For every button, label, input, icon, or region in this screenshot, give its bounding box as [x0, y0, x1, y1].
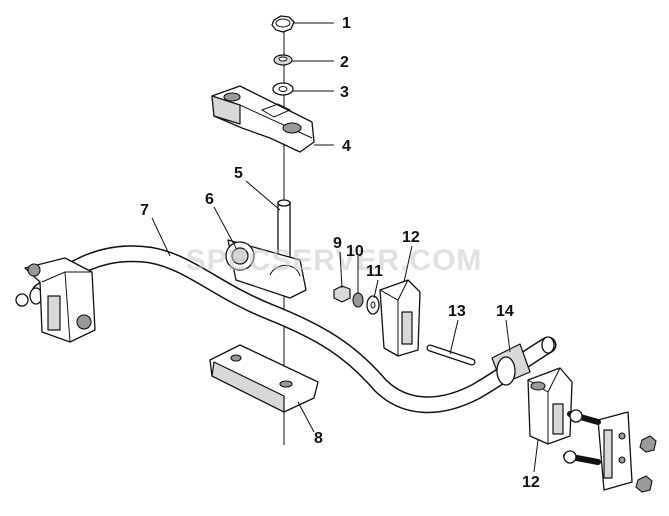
lock-washer-part-2 — [273, 54, 293, 66]
bracket-part-12-lower — [527, 367, 573, 445]
callout-12-upper: 12 — [402, 229, 420, 246]
washer-part-3 — [272, 82, 294, 96]
bushing-part-14 — [491, 343, 531, 386]
right-side-hardware — [563, 409, 657, 493]
callout-2: 2 — [340, 54, 349, 71]
bushing-clamp-part-6 — [225, 239, 307, 299]
callout-5: 5 — [234, 165, 243, 182]
callout-13: 13 — [448, 303, 466, 320]
callout-9: 9 — [333, 235, 342, 252]
callout-14: 14 — [496, 303, 514, 320]
bracket-part-12-upper — [379, 279, 421, 357]
washer-part-10 — [352, 292, 364, 308]
callout-4: 4 — [342, 138, 351, 155]
pin-part-13 — [426, 344, 476, 366]
clamp-cap-part-4 — [211, 85, 315, 153]
callout-1: 1 — [342, 15, 351, 32]
callout-10: 10 — [346, 243, 364, 260]
callout-3: 3 — [340, 84, 349, 101]
stabilizer-bar — [29, 245, 557, 414]
base-plate-part-8 — [209, 344, 319, 413]
leader-lines — [151, 22, 539, 473]
callout-labels: 1 2 3 4 5 6 7 8 9 10 11 12 12 13 14 — [140, 15, 540, 491]
nut-part-1 — [271, 15, 295, 33]
callout-7: 7 — [140, 202, 149, 219]
washer-part-11 — [366, 295, 380, 315]
callout-6: 6 — [205, 191, 214, 208]
nut-part-9 — [333, 285, 351, 303]
watermark-text: SPECSERVER.COM — [186, 244, 483, 277]
left-end-link — [15, 257, 96, 343]
callout-11: 11 — [366, 263, 383, 280]
callout-12-lower: 12 — [522, 474, 540, 491]
callout-8: 8 — [314, 430, 323, 447]
